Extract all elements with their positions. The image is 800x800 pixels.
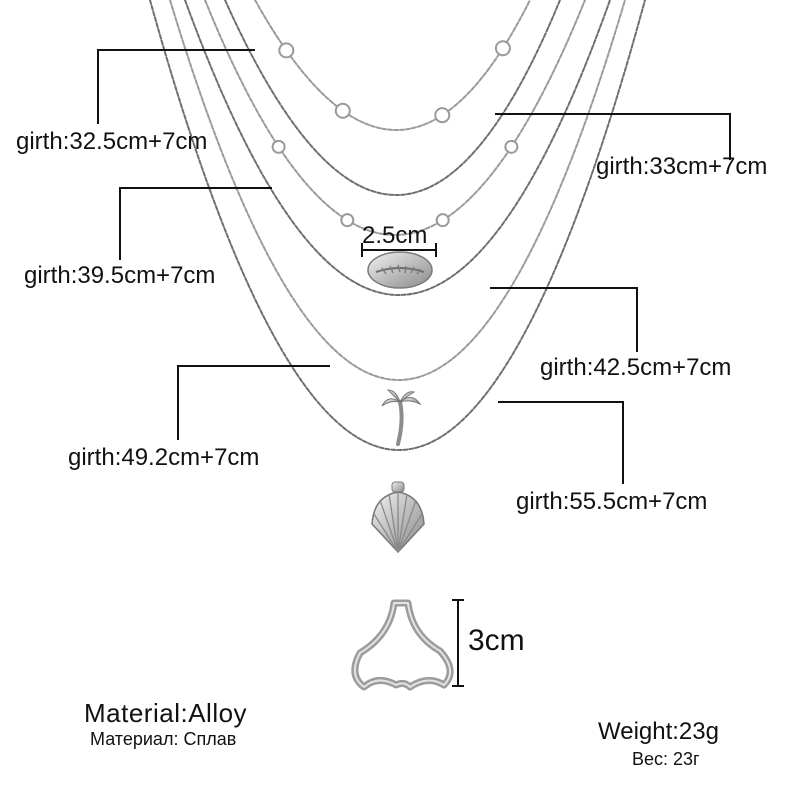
crystal-bead xyxy=(504,139,519,154)
scallop-shell-pendant-icon xyxy=(371,481,425,554)
leader-line-1 xyxy=(97,49,255,124)
leader-line-2 xyxy=(495,113,731,160)
crystal-bead xyxy=(494,40,511,57)
chain-strand-5 xyxy=(169,0,626,381)
girth-label-1: girth:32.5cm+7cm xyxy=(16,128,208,155)
leader-line-3 xyxy=(119,187,272,260)
chain-strand-6 xyxy=(149,0,646,451)
crystal-beads xyxy=(271,40,519,228)
crystal-bead xyxy=(278,42,295,59)
girth-label-5: girth:49.2cm+7cm xyxy=(68,444,260,471)
girth-label-4: girth:42.5cm+7cm xyxy=(540,354,732,381)
weight-label-ru: Вес: 23г xyxy=(632,749,700,769)
tail-height-label: 3cm xyxy=(468,624,525,657)
palm-tree-pendant-icon xyxy=(381,389,422,446)
crystal-bead xyxy=(334,102,351,119)
leader-line-5 xyxy=(177,365,330,440)
cowrie-shell-pendant-icon xyxy=(367,251,433,289)
girth-label-3: girth:39.5cm+7cm xyxy=(24,262,216,289)
chain-strand-3 xyxy=(204,0,586,236)
chain-strand-2 xyxy=(224,0,561,196)
crystal-bead xyxy=(271,139,286,154)
girth-label-2: girth:33cm+7cm xyxy=(596,153,768,180)
material-label-ru: Материал: Сплав xyxy=(90,729,237,749)
chain-strand-1 xyxy=(254,0,531,131)
crystal-bead xyxy=(340,213,355,228)
shell-width-label: 2.5cm xyxy=(362,222,428,249)
crystal-bead xyxy=(435,213,450,228)
leader-lines xyxy=(97,49,731,687)
crystal-bead xyxy=(434,107,451,124)
material-label: Material:Alloy xyxy=(84,698,248,728)
whale-tail-pendant-icon xyxy=(351,599,454,691)
chain-strands xyxy=(149,0,646,451)
girth-label-6: girth:55.5cm+7cm xyxy=(516,488,708,515)
leader-line-4 xyxy=(490,287,638,352)
chain-strand-4 xyxy=(184,0,611,296)
leader-line-6 xyxy=(498,401,624,484)
weight-label: Weight:23g xyxy=(598,718,719,745)
